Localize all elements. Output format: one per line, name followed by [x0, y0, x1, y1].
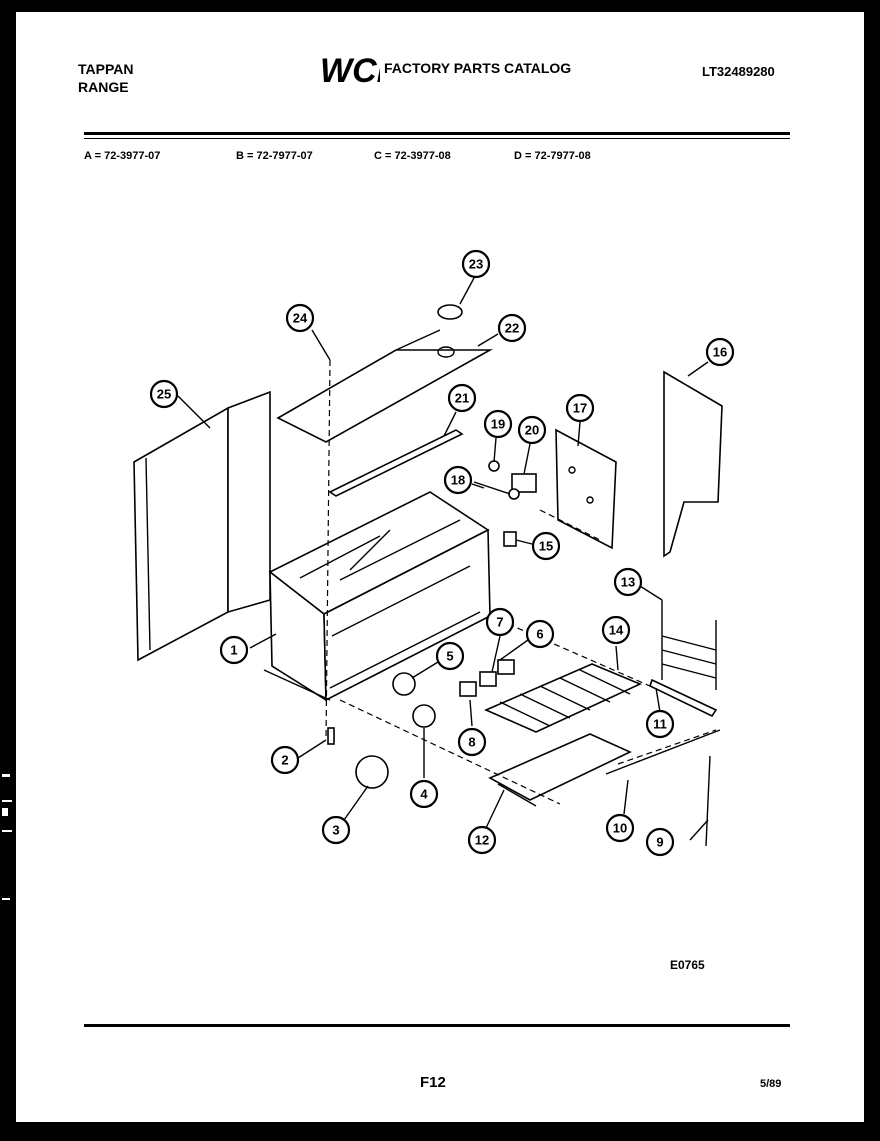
svg-text:4: 4: [420, 787, 428, 802]
part-22-top-panel: [276, 329, 494, 443]
svg-text:15: 15: [539, 539, 553, 554]
svg-text:8: 8: [468, 735, 475, 750]
callout-21: 21: [447, 383, 477, 413]
svg-text:14: 14: [609, 623, 624, 638]
logo-text: WCI: [320, 52, 380, 90]
svg-text:13: 13: [621, 575, 635, 590]
svg-text:16: 16: [713, 345, 727, 360]
part-18-20-igniter: [473, 460, 537, 500]
svg-text:3: 3: [332, 823, 339, 838]
header-rule-thin: [84, 138, 790, 139]
callout-15: 15: [531, 531, 561, 561]
part-16-rear-panel: [663, 370, 723, 558]
catalog-title: FACTORY PARTS CATALOG: [384, 60, 572, 76]
svg-text:25: 25: [157, 387, 171, 402]
model-code-b: B = 72-7977-07: [236, 150, 313, 162]
brand-block: TAPPAN RANGE: [78, 60, 133, 96]
part-15-valve: [503, 531, 517, 547]
part-6-8-hinges: [459, 659, 515, 697]
footer-rule: [84, 1024, 790, 1027]
part-23-knob: [437, 304, 463, 320]
part-13-rack-frame: [661, 600, 717, 690]
callout-8: 8: [457, 727, 487, 757]
svg-text:22: 22: [505, 321, 519, 336]
callout-11: 11: [645, 709, 675, 739]
callout-3: 3: [321, 815, 351, 845]
svg-text:11: 11: [653, 717, 667, 732]
callout-12: 12: [467, 825, 497, 855]
figure-code: E0765: [670, 958, 705, 972]
model-code-a: A = 72-3977-07: [84, 150, 161, 162]
callout-10: 10: [605, 813, 635, 843]
page-number: F12: [420, 1074, 446, 1091]
callout-19: 19: [483, 409, 513, 439]
assembly-guides: [325, 359, 717, 805]
part-14-oven-rack: [484, 663, 642, 733]
svg-text:24: 24: [293, 311, 308, 326]
model-code-d: D = 72-7977-08: [514, 150, 591, 162]
svg-text:10: 10: [613, 821, 627, 836]
svg-text:2: 2: [281, 753, 288, 768]
leader-lines: [177, 277, 709, 841]
callout-2: 2: [270, 745, 300, 775]
svg-text:7: 7: [496, 615, 503, 630]
scan-edge-marks: [2, 774, 12, 900]
svg-text:21: 21: [455, 391, 469, 406]
callout-22: 22: [497, 313, 527, 343]
svg-text:9: 9: [656, 835, 663, 850]
svg-text:18: 18: [451, 473, 465, 488]
svg-text:1: 1: [230, 643, 237, 658]
callout-14: 14: [601, 615, 631, 645]
svg-text:19: 19: [491, 417, 505, 432]
model-number: LT32489280: [702, 64, 775, 79]
wci-logo: WCI: [320, 52, 380, 90]
callout-1: 1: [219, 635, 249, 665]
callout-25: 25: [149, 379, 179, 409]
callout-16: 16: [705, 337, 735, 367]
part-10-kick-plate: [605, 729, 721, 775]
callout-24: 24: [285, 303, 315, 333]
callout-4: 4: [409, 779, 439, 809]
part-12-broiler-pan: [488, 733, 632, 807]
part-21-rail: [328, 429, 464, 497]
model-code-c: C = 72-3977-08: [374, 150, 451, 162]
svg-text:5: 5: [446, 649, 453, 664]
callout-5: 5: [435, 641, 465, 671]
svg-text:12: 12: [475, 833, 489, 848]
callout-6: 6: [525, 619, 555, 649]
callout-17: 17: [565, 393, 595, 423]
part-17-bracket: [555, 428, 617, 550]
svg-text:6: 6: [536, 627, 543, 642]
callout-20: 20: [517, 415, 547, 445]
svg-text:17: 17: [573, 401, 587, 416]
revision-date: 5/89: [760, 1078, 782, 1090]
part-2-5-burners: [327, 672, 436, 789]
callout-13: 13: [613, 567, 643, 597]
part-25-side-panel: [133, 390, 271, 662]
header-rule-thick: [84, 132, 790, 135]
part-1-oven-body: [263, 491, 491, 702]
product-type: RANGE: [78, 79, 129, 95]
callout-9: 9: [645, 827, 675, 857]
callout-7: 7: [485, 607, 515, 637]
part-9-rod: [705, 755, 711, 847]
callout-23: 23: [461, 249, 491, 279]
svg-text:23: 23: [469, 257, 483, 272]
part-11-slide: [649, 678, 718, 718]
callout-18: 18: [443, 465, 473, 495]
svg-text:20: 20: [525, 423, 539, 438]
brand-name: TAPPAN: [78, 61, 134, 77]
